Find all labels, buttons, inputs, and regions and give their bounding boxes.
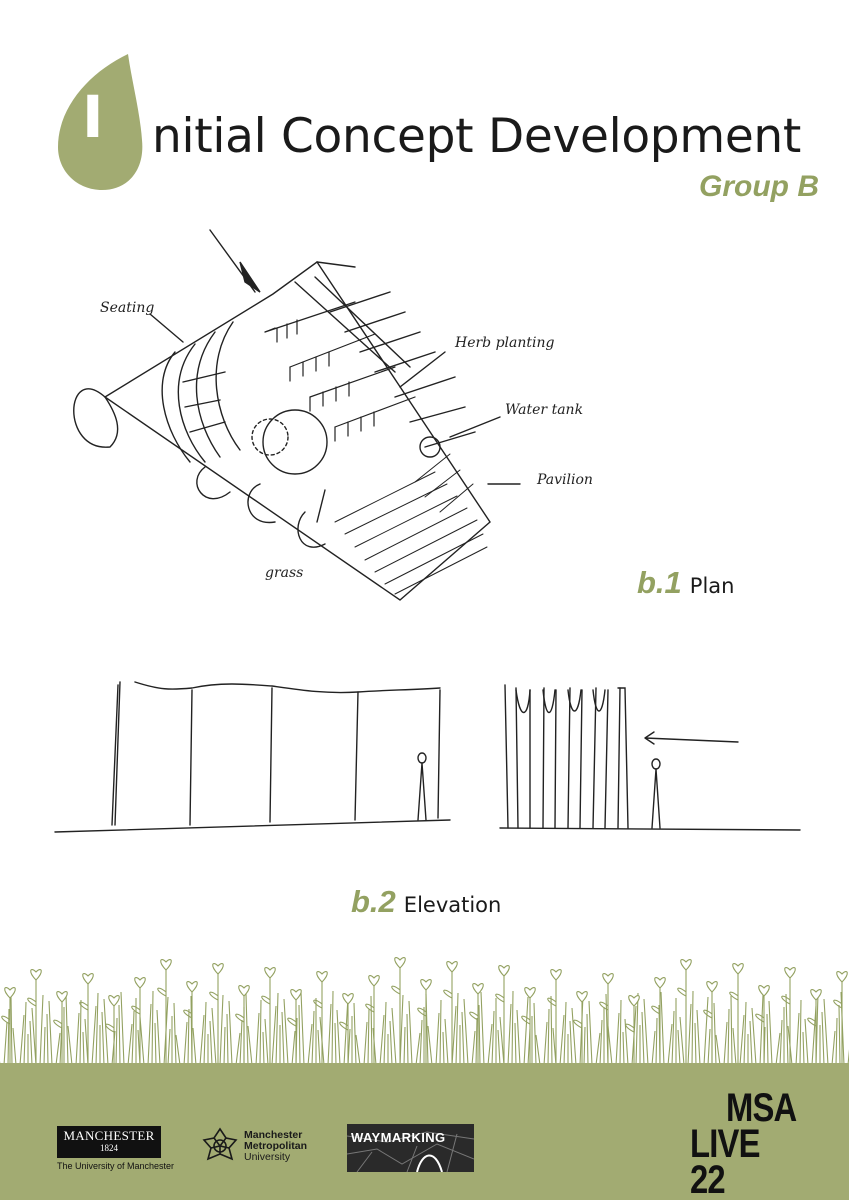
flower-shape [339, 993, 354, 1065]
grass-flower-border [0, 957, 849, 1065]
flower-shape [183, 981, 198, 1065]
group-subtitle: Group B [699, 170, 819, 203]
elevation-sketch [54, 681, 801, 833]
annotation-seating: Seating [100, 300, 154, 316]
flower-shape [495, 965, 510, 1065]
mmu-text: Manchester Metropolitan University [244, 1130, 307, 1163]
annotation-grass: grass [265, 565, 303, 581]
leaf-shape [58, 54, 143, 190]
mmu-knot-icon [202, 1127, 238, 1161]
flower-shape [391, 957, 406, 1065]
annotation-herb-planting: Herb planting [454, 335, 555, 351]
plan-caption-number: b.1 [637, 565, 682, 600]
elevation-caption-number: b.2 [351, 884, 396, 919]
uom-logo-box: MANCHESTER 1824 [57, 1126, 161, 1158]
waymarking-label: WAYMARKING [351, 1130, 446, 1145]
waymarking-map-texture [347, 1131, 474, 1172]
waymarking-logo: WAYMARKING [347, 1124, 474, 1172]
annotation-water-tank: Water tank [505, 402, 583, 418]
elevation-caption-text: Elevation [403, 893, 502, 917]
plan-sketch: Seating Herb planting Water tank Pavilio… [73, 229, 593, 601]
flower-shape [807, 989, 822, 1065]
flower-shape [729, 963, 744, 1065]
flower-shape [573, 991, 588, 1065]
plan-caption: b.1 Plan [637, 567, 734, 598]
grass-blades [0, 990, 849, 1065]
flower-shape [469, 983, 484, 1065]
flower-shape [417, 979, 432, 1065]
flower-shape [677, 959, 692, 1065]
flower-shape [547, 969, 562, 1065]
elevation-caption: b.2 Elevation [351, 886, 501, 917]
flower-shape [53, 991, 68, 1065]
flower-shape [599, 973, 614, 1065]
mmu-line1: Manchester [244, 1129, 303, 1141]
flower-shape [521, 987, 536, 1065]
flower-shape [27, 969, 42, 1065]
flower-shape [157, 959, 172, 1065]
flower-shape [365, 975, 380, 1065]
university-of-manchester-logo: MANCHESTER 1824 The University of Manche… [57, 1126, 175, 1171]
title-initial-letter: I [82, 83, 104, 151]
flower-shape [313, 971, 328, 1065]
msa-line1: MSA [726, 1086, 797, 1130]
flower-shape [79, 973, 94, 1065]
mmu-line3: University [244, 1151, 291, 1163]
flower-shape [755, 985, 770, 1065]
msa-line2: LIVE 22 [690, 1122, 760, 1202]
flower-shape [261, 967, 276, 1065]
flower-shape [703, 981, 718, 1065]
flower-shape [105, 995, 120, 1065]
flower-shape [625, 995, 640, 1065]
flower-shape [1, 987, 16, 1065]
annotation-pavilion: Pavilion [536, 472, 593, 488]
flower-shape [131, 977, 146, 1065]
flower-shape [443, 961, 458, 1065]
manchester-metropolitan-logo: Manchester Metropolitan University [200, 1124, 325, 1170]
flower-shape [651, 977, 666, 1065]
uom-year: 1824 [100, 1143, 118, 1153]
flower-shape [209, 963, 224, 1065]
page-title: nitial Concept Development [152, 109, 802, 164]
mmu-line2: Metropolitan [244, 1140, 307, 1152]
plan-caption-text: Plan [689, 574, 735, 598]
flower-shape [287, 989, 302, 1065]
uom-subtitle: The University of Manchester [57, 1161, 175, 1171]
flower-shape [833, 971, 848, 1065]
flower-shape [235, 985, 250, 1065]
msa-live-logo: MSA LIVE 22 [690, 1086, 800, 1202]
flower-shape [781, 967, 796, 1065]
uom-name: MANCHESTER [63, 1128, 155, 1143]
